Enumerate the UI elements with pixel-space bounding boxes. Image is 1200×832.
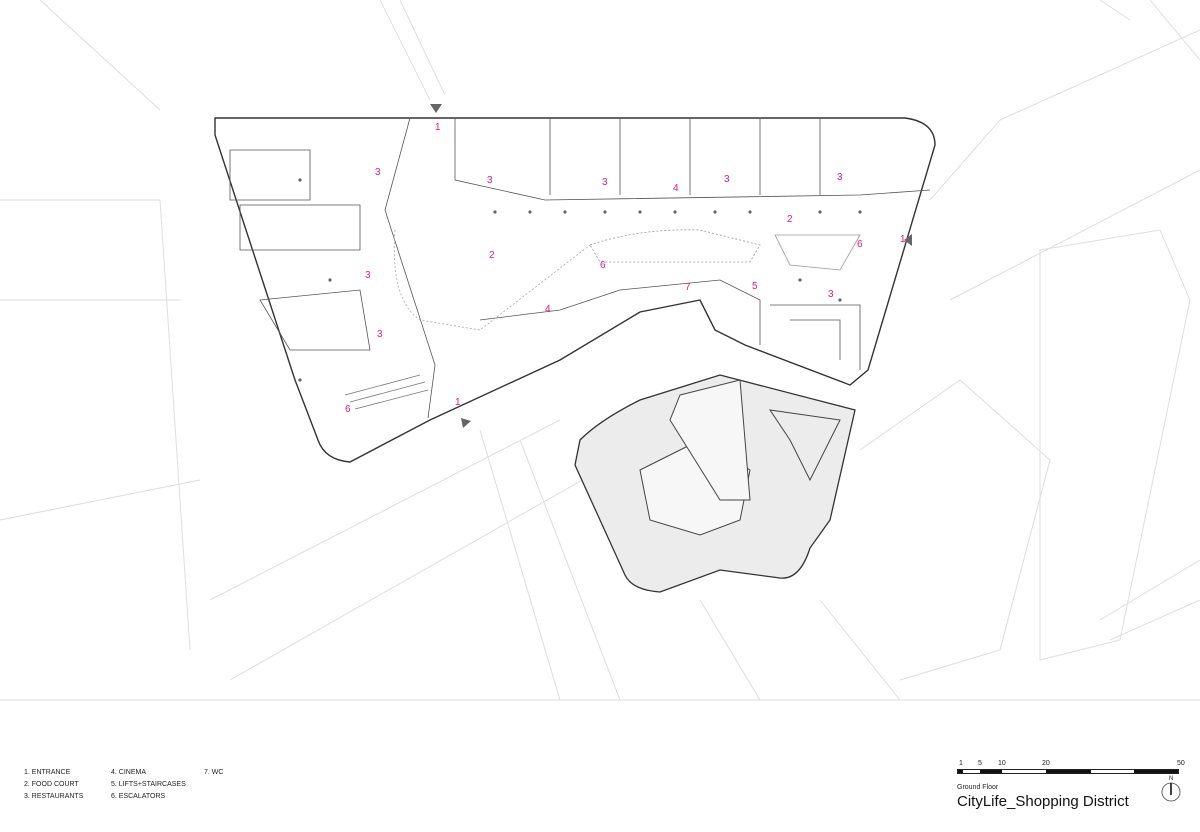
- plan-labels: 1 1 1 2 2 3 3 3 3 3 3 3 3 4 4 5 6 6 6 7: [345, 122, 906, 415]
- entrance-arrows: [430, 104, 912, 428]
- label-entrance: 1: [900, 234, 906, 245]
- legend-item: 4. CINEMA: [111, 769, 147, 776]
- label-escalators: 6: [600, 260, 606, 271]
- label-restaurants: 3: [828, 289, 834, 300]
- label-food-court: 2: [489, 250, 495, 261]
- legend-item: 1. ENTRANCE: [24, 769, 71, 776]
- north-arrow-icon: N: [1161, 776, 1181, 802]
- mall-outline: [214, 117, 936, 463]
- scale-tick: 50: [1177, 760, 1185, 767]
- scale-tick: 1: [959, 760, 963, 767]
- legend-item: 2. FOOD COURT: [24, 781, 79, 788]
- scale-tick: 5: [978, 760, 982, 767]
- scale-labels: 1 5 10 20 50: [957, 760, 1187, 769]
- scale-bar: [957, 769, 1179, 774]
- scale-tick: 10: [998, 760, 1006, 767]
- legend-item: 5. LIFTS+STAIRCASES: [111, 781, 186, 788]
- label-food-court: 2: [787, 214, 793, 225]
- label-cinema: 4: [545, 304, 551, 315]
- title-block: 1 5 10 20 50 Ground Floor CityLife_Shopp…: [957, 760, 1187, 810]
- label-restaurants: 3: [365, 270, 371, 281]
- label-restaurants: 3: [602, 177, 608, 188]
- tower-podium: [574, 374, 856, 593]
- entrance-arrow-north: [430, 104, 442, 113]
- label-restaurants: 3: [375, 167, 381, 178]
- label-restaurants: 3: [377, 329, 383, 340]
- label-restaurants: 3: [724, 174, 730, 185]
- legend-item: 6. ESCALATORS: [111, 793, 166, 800]
- legend-item: 3. RESTAURANTS: [24, 793, 84, 800]
- scale-tick: 20: [1042, 760, 1050, 767]
- legend-item: 7. WC: [204, 769, 224, 776]
- columns: [298, 178, 862, 382]
- interior-walls: [229, 117, 931, 419]
- label-lifts: 5: [752, 281, 758, 292]
- drawing-title: CityLife_Shopping District: [957, 793, 1129, 810]
- label-entrance: 1: [435, 122, 441, 133]
- entrance-arrow-south: [461, 418, 471, 428]
- label-restaurants: 3: [487, 175, 493, 186]
- svg-text:N: N: [1169, 776, 1173, 782]
- label-wc: 7: [685, 282, 691, 293]
- label-escalators: 6: [857, 239, 863, 250]
- label-cinema: 4: [673, 183, 679, 194]
- label-entrance: 1: [455, 397, 461, 408]
- entrance-arrow-east: [904, 234, 912, 246]
- legend: 1. ENTRANCE 4. CINEMA 7. WC 2. FOOD COUR…: [24, 769, 264, 800]
- label-restaurants: 3: [837, 172, 843, 183]
- floor-label: Ground Floor: [957, 784, 999, 791]
- label-escalators: 6: [345, 404, 351, 415]
- site-context: [0, 0, 1200, 701]
